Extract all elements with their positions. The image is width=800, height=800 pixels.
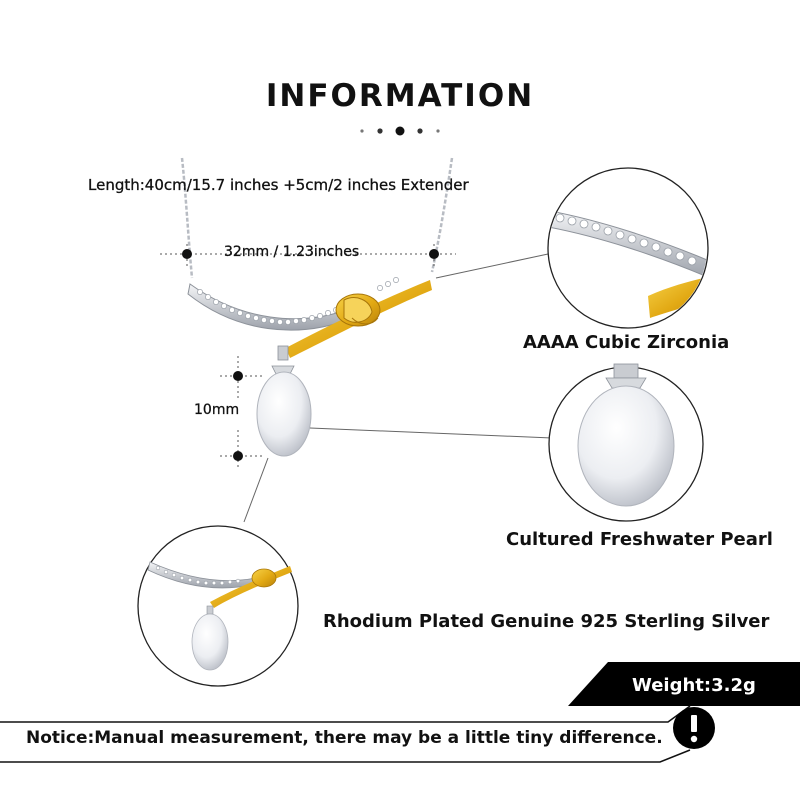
zirconia-detail-circle	[547, 167, 709, 329]
pendant-bar	[187, 277, 432, 358]
pearl-size-label: 10mm	[194, 402, 240, 418]
weight-label: Weight:3.2g	[632, 675, 756, 696]
notice-text: Notice:Manual measurement, there may be …	[26, 728, 663, 748]
weight-band	[568, 662, 800, 706]
dimension-markers	[182, 249, 439, 461]
pendant-pearl	[256, 345, 312, 457]
dimension-lines	[160, 244, 456, 470]
pearl-label: Cultured Freshwater Pearl	[506, 529, 773, 550]
title-divider-dots	[360, 126, 440, 136]
warning-icon	[673, 707, 715, 749]
width-label: 32mm / 1.23inches	[224, 244, 360, 260]
pearl-detail-circle	[548, 363, 704, 522]
pendant-detail-circle	[137, 525, 299, 687]
zirconia-label: AAAA Cubic Zirconia	[523, 332, 730, 353]
length-label: Length:40cm/15.7 inches +5cm/2 inches Ex…	[88, 176, 469, 194]
leader-lines	[243, 253, 553, 523]
silver-label: Rhodium Plated Genuine 925 Sterling Silv…	[323, 611, 770, 632]
page-title: INFORMATION	[265, 78, 535, 114]
